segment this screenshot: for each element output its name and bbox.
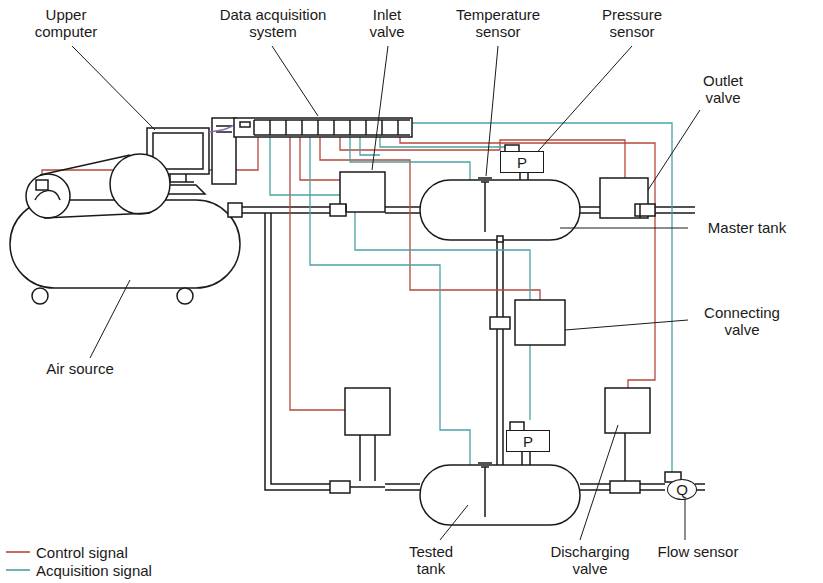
legend-line-control	[6, 551, 30, 553]
acquisition-bar	[234, 118, 412, 137]
part-label: Upper computer	[28, 6, 104, 40]
sensor-box: P	[506, 430, 550, 452]
part-label: Master tank	[692, 219, 802, 236]
valves	[330, 172, 655, 493]
tanks	[420, 172, 580, 525]
sensor-symbol: P	[517, 154, 527, 171]
part-label: Data acquisition system	[208, 6, 338, 40]
sensor-symbol: P	[523, 433, 533, 450]
leader-lines	[72, 46, 700, 540]
part-label: Discharging valve	[542, 543, 638, 577]
legend-text: Acquisition signal	[36, 562, 152, 579]
legend-line-acquisition	[6, 569, 30, 571]
sensor-heads	[505, 145, 681, 482]
sensor-box: P	[500, 151, 544, 173]
part-label: Inlet valve	[358, 6, 416, 40]
legend-text: Control signal	[36, 544, 128, 561]
sensor-box: Q	[667, 479, 697, 500]
sensor-symbol: Q	[676, 481, 688, 498]
air-compressor	[10, 154, 242, 304]
part-label: Tested tank	[398, 543, 464, 577]
part-label: Pressure sensor	[592, 6, 672, 40]
part-label: Flow sensor	[648, 543, 748, 560]
part-label: Air source	[30, 360, 130, 377]
part-label: Outlet valve	[688, 72, 758, 106]
acquisition-wires	[270, 123, 672, 472]
part-label: Connecting valve	[692, 304, 792, 338]
part-label: Temperature sensor	[448, 6, 548, 40]
